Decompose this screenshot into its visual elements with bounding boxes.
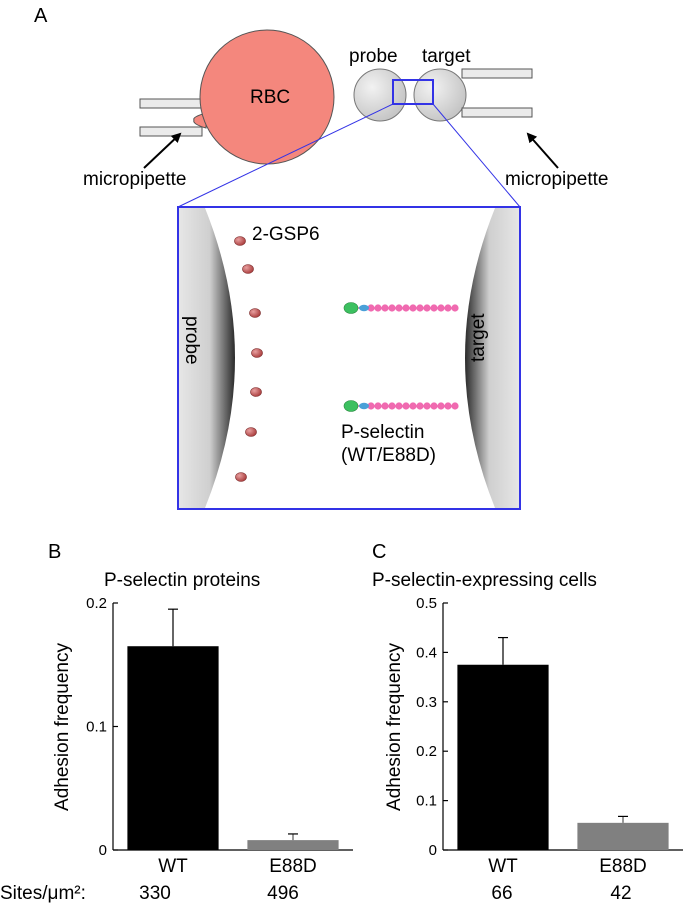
target-bead [413, 68, 467, 122]
rbc-label: RBC [250, 87, 290, 108]
zoom-line-right [432, 103, 521, 208]
chart-b-letter: B [48, 541, 61, 563]
probe-bead [353, 68, 407, 122]
sites-row: Sites/μm²: 330 496 66 42 [0, 883, 632, 904]
p-selectin-molecule-2 [343, 400, 459, 412]
chart-b: B P-selectin proteins Adhesion frequency… [48, 541, 353, 877]
inset-probe-label: probe [181, 316, 202, 365]
chart-c-title: P-selectin-expressing cells [372, 570, 597, 591]
chart-c-ytick-label: 0.3 [416, 694, 437, 711]
zoom-box [392, 79, 434, 105]
inset-target-label: target [468, 313, 489, 362]
chart-b-bar-e88d [247, 840, 339, 850]
chart-c-ytick-label: 0.5 [416, 595, 437, 612]
chart-c-bar-e88d [577, 822, 669, 850]
zoom-line-left [177, 103, 394, 208]
antibody-molecules [234, 236, 263, 482]
chart-b-plot: 0 0.1 0.2WT E88D [86, 595, 353, 877]
selectin-label-line1: P-selectin [341, 422, 424, 443]
chart-b-bar-wt [127, 646, 219, 850]
sites-c-wt: 66 [491, 883, 512, 904]
probe-label: probe [349, 46, 398, 67]
chart-c-ytick-label: 0.1 [416, 793, 437, 810]
sites-b-wt: 330 [139, 883, 171, 904]
chart-b-ytick-label: 0.2 [86, 595, 107, 612]
chart-c-ytick-label: 0.2 [416, 743, 437, 760]
chart-b-ytick-label: 0.1 [86, 719, 107, 736]
inset-probe-surface [179, 208, 235, 508]
panel-a-letter: A [34, 5, 48, 27]
micropipette-arrow-right [526, 132, 559, 169]
panel-a: A RBC probe target micropipette microp [34, 5, 609, 510]
chart-c-plot: 0 0.1 0.2 0.3 0.4 0.5WT E88D [416, 595, 683, 877]
chart-c-bar-wt [457, 664, 549, 850]
right-micropipette [461, 68, 533, 118]
chart-c-letter: C [372, 541, 386, 563]
chart-b-ytick-label: 0 [99, 842, 107, 859]
left-micropipette [139, 98, 203, 137]
micropipette-label-right: micropipette [505, 169, 609, 190]
chart-b-title: P-selectin proteins [104, 570, 260, 591]
chart-c-ytick-label: 0.4 [416, 644, 437, 661]
antibody-label: 2-GSP6 [252, 224, 320, 245]
selectin-label-line2: (WT/E88D) [341, 445, 436, 466]
chart-c: C P-selectin-expressing cells Adhesion f… [372, 541, 683, 877]
inset-detail: probe target 2-GSP6 [177, 206, 521, 510]
micropipette-label-left: micropipette [83, 169, 187, 190]
chart-c-ytick-label: 0 [429, 842, 437, 859]
sites-b-e88d: 496 [267, 883, 299, 904]
inset-target-surface [465, 208, 519, 508]
chart-b-category-label-wt: WT [158, 856, 188, 877]
chart-c-ylabel: Adhesion frequency [384, 643, 405, 811]
sites-label: Sites/μm²: [0, 883, 86, 904]
chart-b-category-label-e88d: E88D [269, 856, 317, 877]
micropipette-arrow-left [143, 132, 182, 169]
target-label: target [422, 46, 471, 67]
chart-b-ylabel: Adhesion frequency [52, 643, 73, 811]
p-selectin-molecule-1 [343, 302, 459, 314]
chart-c-category-label-e88d: E88D [599, 856, 647, 877]
chart-c-category-label-wt: WT [488, 856, 518, 877]
sites-c-e88d: 42 [610, 883, 631, 904]
